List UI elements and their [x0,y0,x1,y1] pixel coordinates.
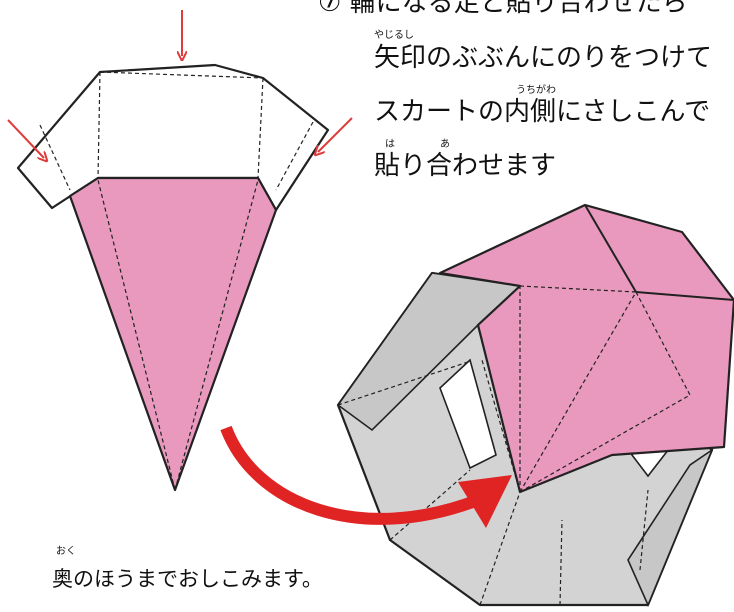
pink-cone [68,176,278,492]
step-heading: ⑦ 輪になる足と貼り合わせたら [318,0,688,18]
glue-arrow-left [7,119,44,158]
glue-arrow-right [318,117,353,152]
instruction-line-2: スカートの内側にさしこんで [374,97,711,127]
ruby-a: あ [440,139,450,150]
skirt-piece [336,203,734,608]
ruby-yajirushi: やじるし [374,30,414,41]
curved-red-arrow [220,425,512,528]
instruction-line-1: 矢印のぶぶんにのりをつけて [374,43,713,73]
caption-text: 奥のほうまでおしこみます。 [52,567,323,591]
inserted-pink-cone [438,203,734,494]
glue-arrow-markers [7,10,353,158]
ruby-ha: は [385,139,395,150]
ruby-oku: おく [56,546,76,557]
ruby-uchigawa: うちがわ [516,85,556,96]
instruction-line-3: 貼り合わせます [374,151,557,181]
cone-piece [7,10,353,492]
